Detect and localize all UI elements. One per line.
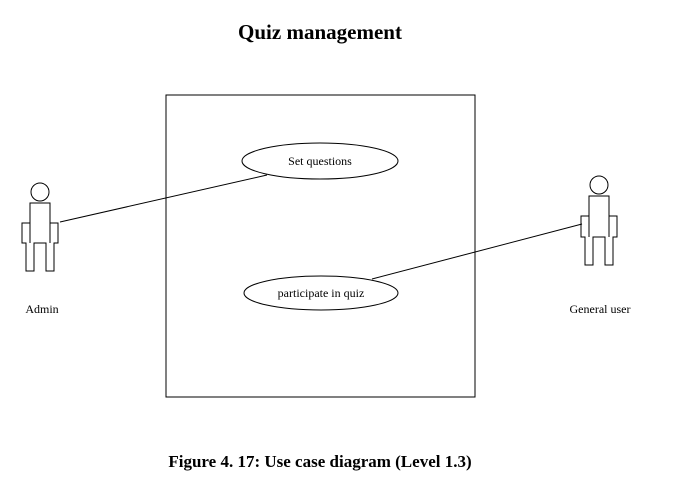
- actor-admin: [21, 182, 59, 272]
- system-boundary: [165, 94, 476, 398]
- actor-label-general-user: General user: [570, 302, 631, 316]
- diagram-title: Quiz management: [238, 20, 402, 44]
- use-case-ellipse: [241, 142, 399, 180]
- use-case-ellipse: [243, 275, 399, 311]
- figure-caption: Figure 4. 17: Use case diagram (Level 1.…: [168, 452, 472, 471]
- actor-label-admin: Admin: [25, 302, 58, 316]
- actor-body: [21, 202, 59, 272]
- actor-general-user: [580, 175, 618, 266]
- actor-body: [580, 195, 618, 266]
- actor-head: [30, 182, 50, 202]
- use-case-set-questions: Set questions: [241, 142, 399, 180]
- use-case-participate-in-quiz: participate in quiz: [243, 275, 399, 311]
- use-case-label: participate in quiz: [278, 286, 365, 300]
- association-admin-set-questions: [59, 174, 268, 223]
- use-case-label: Set questions: [288, 154, 352, 168]
- actor-head: [589, 175, 609, 195]
- association-general-user-participate-in-quiz: [371, 223, 583, 280]
